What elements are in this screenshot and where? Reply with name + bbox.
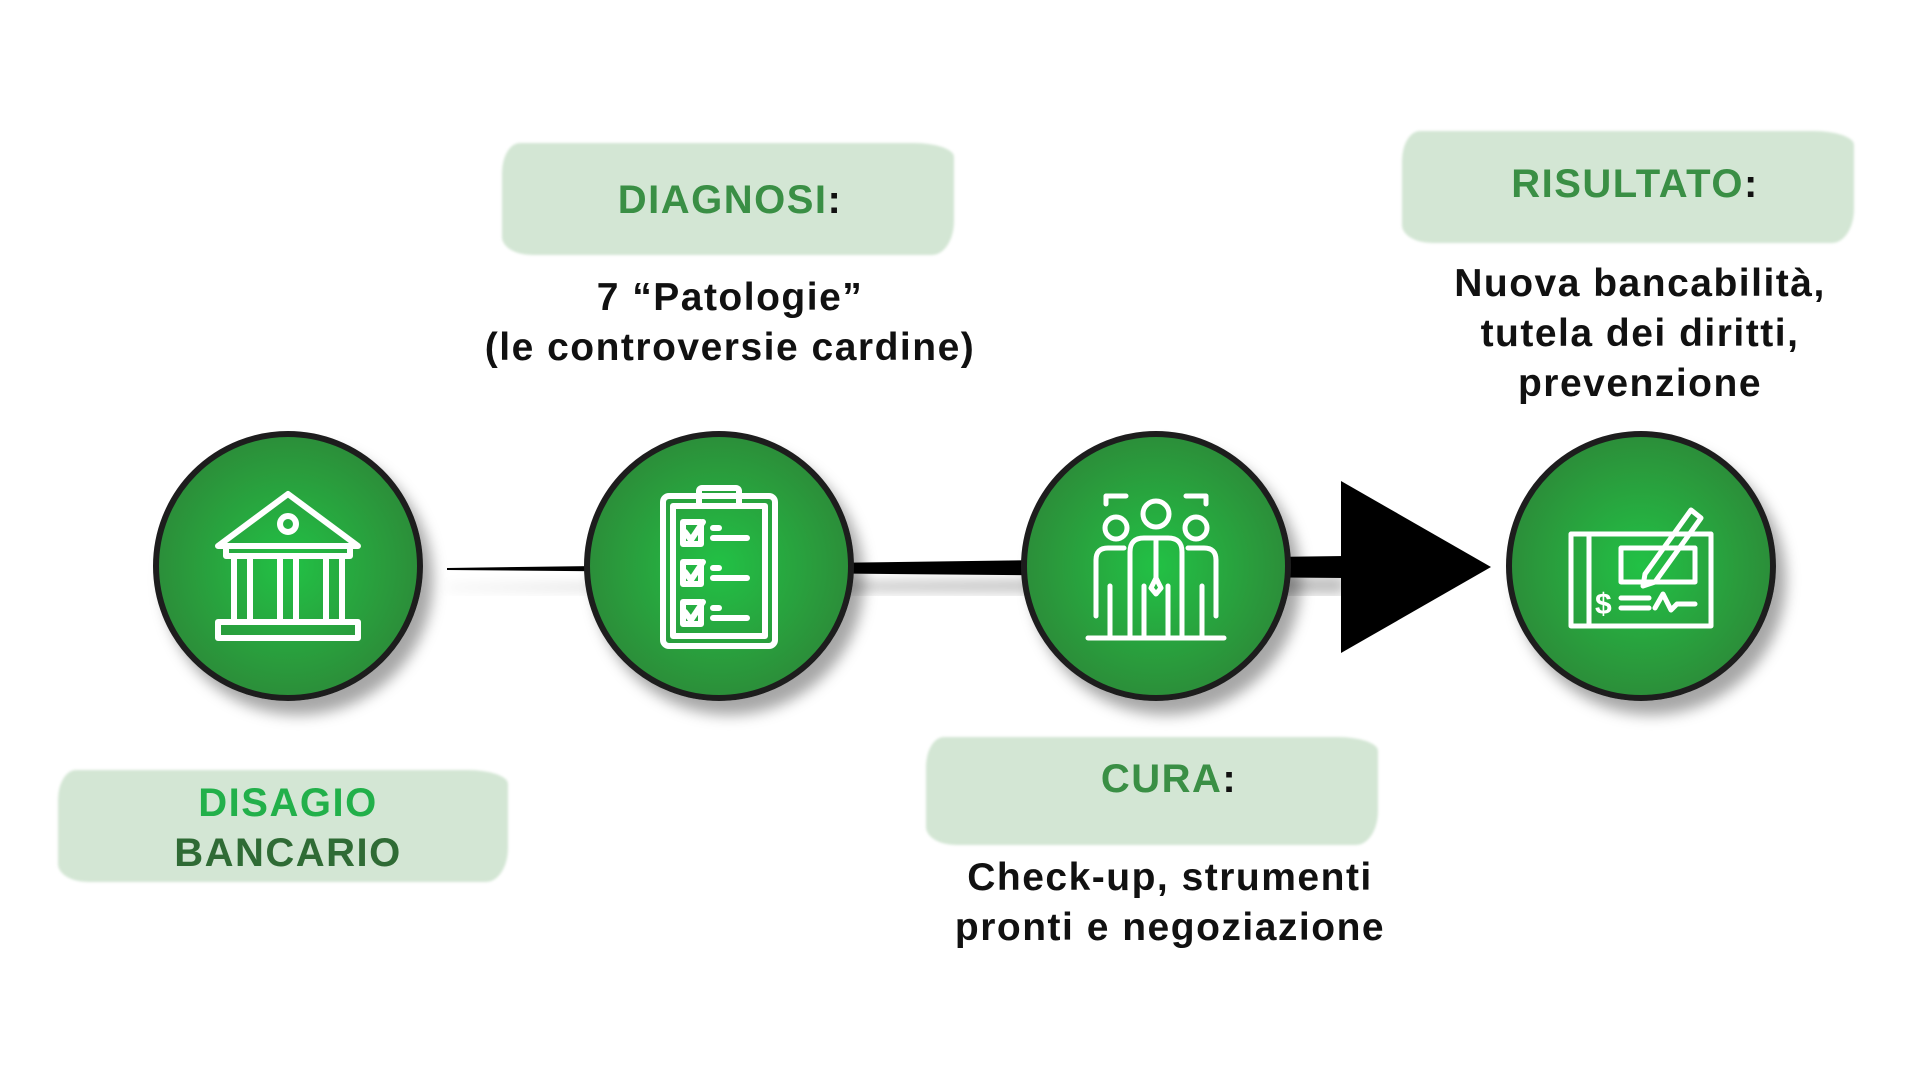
title-text: RISULTATO [1511, 162, 1744, 206]
desc-line: (le controversie cardine) [484, 326, 976, 369]
step-title-diagnosi: DIAGNOSI: [530, 175, 930, 225]
desc-line: tutela dei diritti, [1480, 312, 1800, 355]
desc-line: prevenzione [1517, 362, 1763, 405]
desc-line: 7 “Patologie” [596, 276, 864, 319]
step-circle-cura [1021, 431, 1291, 701]
step-desc-diagnosi: 7 “Patologie” (le controversie cardine) [420, 273, 1040, 373]
step-desc-cura: Check-up, strumenti pronti e negoziazion… [860, 853, 1480, 953]
step-title-disagio: DISAGIO BANCARIO [88, 778, 488, 878]
title-line-1: DISAGIO [198, 781, 378, 825]
svg-text:$: $ [1595, 588, 1612, 621]
desc-line: Nuova bancabilità, [1454, 262, 1826, 305]
bank-icon [215, 491, 361, 641]
brush-risultato [1402, 131, 1854, 243]
step-title-cura: CURA: [969, 754, 1369, 804]
brush-diagnosi [502, 143, 954, 255]
colon: : [827, 178, 843, 222]
clipboard-checklist-icon [660, 485, 778, 649]
brush-disagio [58, 770, 508, 882]
colon: : [1222, 757, 1238, 801]
title-text: DIAGNOSI [617, 178, 828, 222]
signed-check-icon: $ [1568, 507, 1714, 629]
step-circle-disagio [153, 431, 423, 701]
title-line-2: BANCARIO [174, 831, 402, 875]
desc-line: pronti e negoziazione [954, 906, 1386, 949]
step-desc-risultato: Nuova bancabilità, tutela dei diritti, p… [1330, 259, 1920, 409]
colon: : [1743, 162, 1759, 206]
step-circle-risultato: $ [1506, 431, 1776, 701]
brush-cura [926, 737, 1378, 845]
title-text: CURA [1100, 757, 1223, 801]
team-icon [1085, 493, 1227, 641]
step-circle-diagnosi [584, 431, 854, 701]
desc-line: Check-up, strumenti [967, 856, 1373, 899]
step-title-risultato: RISULTATO: [1435, 159, 1835, 209]
